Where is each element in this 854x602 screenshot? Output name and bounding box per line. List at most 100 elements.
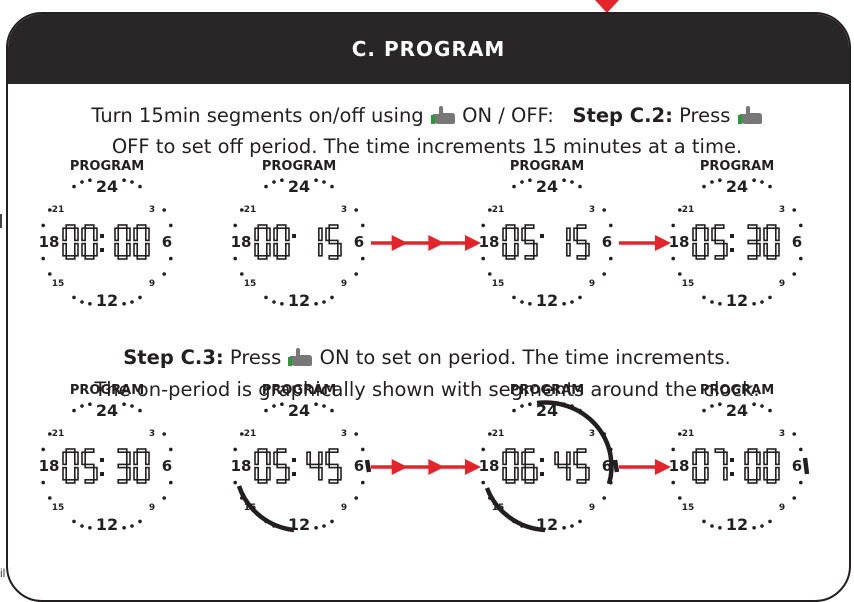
digit-segment: [65, 224, 76, 230]
hour-label-18: 18: [669, 457, 690, 475]
dial-dot: [520, 404, 524, 408]
digit-segment: [136, 448, 147, 454]
hour-label-6: 6: [602, 457, 612, 475]
seven-segment-digit: [502, 448, 519, 484]
dial-dot: [169, 256, 173, 261]
digit-segment: [584, 466, 590, 481]
digit-segment: [328, 478, 339, 484]
dial-dot: [768, 295, 772, 300]
dial-dot: [280, 178, 284, 182]
digit-segment: [711, 227, 717, 242]
digit-segment: [257, 255, 268, 260]
dial-dot: [233, 223, 237, 228]
digit-segment: [513, 242, 519, 257]
hour-label-9: 9: [779, 503, 785, 513]
digit-segment: [117, 255, 128, 260]
digit-segment: [136, 224, 147, 230]
dial-dot: [760, 404, 764, 408]
arrow-head: [655, 235, 671, 251]
on-period-arc: [484, 487, 546, 533]
red-down-arrow-icon: [595, 0, 619, 13]
pointing-hand-icon: [288, 348, 313, 366]
dial-dot: [162, 272, 166, 276]
digit-segment: [695, 224, 706, 230]
hour-label-15: 15: [682, 503, 695, 513]
instruction-line-3: Step C.3: Press ON to set on period. The…: [0, 346, 854, 369]
on-period-segment: [612, 459, 620, 473]
dial-dot: [752, 402, 756, 407]
dial-dot: [488, 208, 492, 212]
program-label: PROGRAM: [510, 383, 584, 398]
digit-segment: [74, 451, 79, 466]
instruction-text: Turn 15min segments on/off using: [91, 104, 424, 127]
program-panel: C. PROGRAM: [6, 12, 851, 602]
colon-dot: [730, 234, 734, 238]
digit-segment: [557, 463, 568, 469]
dial-dot: [48, 496, 52, 500]
dial-dot: [240, 208, 244, 212]
digit-segment: [254, 227, 260, 242]
dial-dot: [233, 480, 237, 485]
hour-label-24: 24: [536, 177, 558, 196]
digit-segment: [133, 242, 139, 257]
red-arrow: [619, 459, 671, 475]
seven-segment-digit: [62, 224, 79, 260]
on-period-segment: [364, 459, 372, 473]
dial-dot: [162, 432, 166, 436]
hour-label-12: 12: [726, 291, 748, 310]
dial-dot: [488, 272, 492, 276]
dial-dot: [48, 272, 52, 276]
colon-dot: [100, 248, 104, 252]
hour-label-21: 21: [492, 205, 505, 215]
dial-dot: [169, 447, 173, 452]
dial-dot: [609, 223, 613, 228]
hour-label-21: 21: [682, 429, 695, 439]
digit-segment: [317, 227, 323, 242]
dial-dot: [233, 256, 237, 261]
dial-dot: [330, 184, 334, 189]
time-display: [254, 448, 342, 484]
digit-segment: [254, 451, 260, 466]
instruction-text: ON / OFF:: [462, 104, 554, 127]
time-display: [62, 224, 150, 260]
instruction-text: Press: [679, 104, 731, 127]
dial-dot: [481, 256, 486, 261]
dial-dot: [330, 295, 334, 300]
digit-segment: [328, 239, 339, 245]
program-label: PROGRAM: [700, 383, 774, 398]
dial-dot: [233, 447, 237, 452]
dial-dot: [240, 432, 244, 436]
digit-segment: [273, 451, 279, 466]
dial-dot: [481, 223, 486, 228]
dial-dot: [609, 256, 613, 261]
digit-segment: [524, 478, 535, 484]
digit-segment: [84, 255, 95, 260]
dial-dot: [80, 404, 84, 408]
arrow-head: [428, 235, 445, 251]
dial-dot: [264, 295, 268, 300]
digit-segment: [265, 466, 271, 481]
dial-dot: [678, 496, 682, 500]
seven-segment-digit: [763, 448, 780, 484]
digit-segment: [74, 227, 79, 242]
digit-segment: [84, 478, 95, 484]
digit-segment: [584, 242, 590, 257]
dial-dot: [718, 402, 722, 407]
hour-label-3: 3: [149, 429, 155, 439]
digit-segment: [133, 451, 139, 466]
time-display: [692, 224, 780, 260]
digit-segment: [532, 466, 538, 481]
digit-segment: [273, 227, 279, 242]
digit-segment: [532, 242, 538, 257]
seven-segment-digit: [325, 448, 342, 484]
program-label: PROGRAM: [262, 159, 336, 174]
hour-label-12: 12: [96, 515, 118, 534]
hour-label-12: 12: [536, 291, 558, 310]
dial-dot: [361, 480, 365, 485]
pointing-hand-icon: [737, 106, 762, 124]
dial-dot: [671, 480, 675, 485]
time-display: [254, 224, 342, 260]
